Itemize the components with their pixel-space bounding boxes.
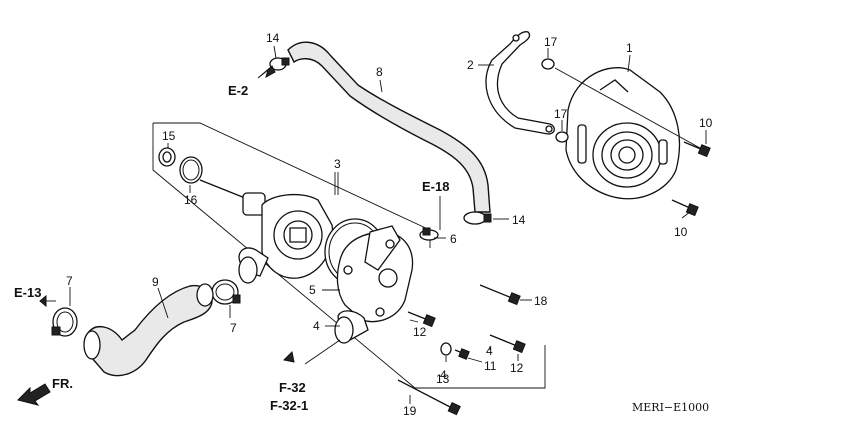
- long-bolt-19: [397, 379, 461, 416]
- part-label-10b: 10: [674, 225, 688, 239]
- ref-label-e13: E-13: [14, 285, 41, 300]
- pump-clamp: [419, 227, 439, 241]
- front-arrow-icon: FR.: [17, 376, 73, 406]
- diagram-code: MERI−E1000: [632, 401, 709, 414]
- ref-label-e18: E-18: [422, 179, 449, 194]
- pump-shaft-body: [199, 179, 334, 284]
- part-label-5: 5: [309, 283, 316, 297]
- part-label-10a: 10: [699, 116, 713, 130]
- washer-and-bolt: [440, 342, 470, 360]
- reference-arrows: [39, 65, 295, 363]
- fan-bracket: [485, 31, 555, 135]
- front-arrow-label: FR.: [52, 376, 73, 391]
- o-rings-left: [158, 147, 203, 184]
- part-label-13: 13: [436, 372, 450, 386]
- lower-hose: [83, 283, 214, 377]
- long-bolt-18: [479, 284, 521, 306]
- part-label-4c: 4: [486, 344, 493, 358]
- bolt-12-left: [407, 311, 436, 328]
- reference-labels: E-2 E-18 E-13 F-32 F-32-1: [14, 83, 449, 413]
- part-number-labels: 1 2 3 4 4 4 5 6 7 7 8 9 10 10 11 12 12 1…: [66, 31, 713, 418]
- part-label-19: 19: [403, 404, 417, 418]
- part-label-8: 8: [376, 65, 383, 79]
- hose-clamp-top: [269, 57, 290, 71]
- part-label-16: 16: [184, 193, 198, 207]
- upper-hose: [287, 41, 491, 213]
- leader-lines: [69, 45, 707, 404]
- part-label-17b: 17: [554, 107, 568, 121]
- part-label-7a: 7: [66, 274, 73, 288]
- part-label-12a: 12: [413, 325, 427, 339]
- part-label-1: 1: [626, 41, 633, 55]
- part-label-14a: 14: [266, 31, 280, 45]
- ref-label-e2: E-2: [228, 83, 248, 98]
- part-label-15: 15: [162, 129, 176, 143]
- hose-clamp-middle: [211, 279, 241, 305]
- part-label-3: 3: [334, 157, 341, 171]
- part-label-17a: 17: [544, 35, 558, 49]
- part-label-12b: 12: [510, 361, 524, 375]
- fan-cover: [565, 67, 681, 200]
- part-label-6: 6: [450, 232, 457, 246]
- hose-clamp-right: [463, 211, 492, 225]
- part-label-7b: 7: [230, 321, 237, 335]
- part-label-9: 9: [152, 275, 159, 289]
- part-label-11: 11: [484, 359, 497, 373]
- pump-cover: [334, 225, 414, 344]
- ref-label-f32: F-32: [279, 380, 306, 395]
- part-label-2: 2: [467, 58, 474, 72]
- collar-parts: [541, 58, 569, 143]
- fan-bolts: [671, 141, 711, 217]
- part-label-18: 18: [534, 294, 548, 308]
- bolt-12-right: [489, 334, 526, 354]
- part-label-4a: 4: [313, 319, 320, 333]
- part-label-4b: 4: [440, 368, 447, 382]
- part-label-14b: 14: [512, 213, 526, 227]
- ref-label-f32-1: F-32-1: [270, 398, 308, 413]
- hose-clamp-left: [51, 307, 78, 337]
